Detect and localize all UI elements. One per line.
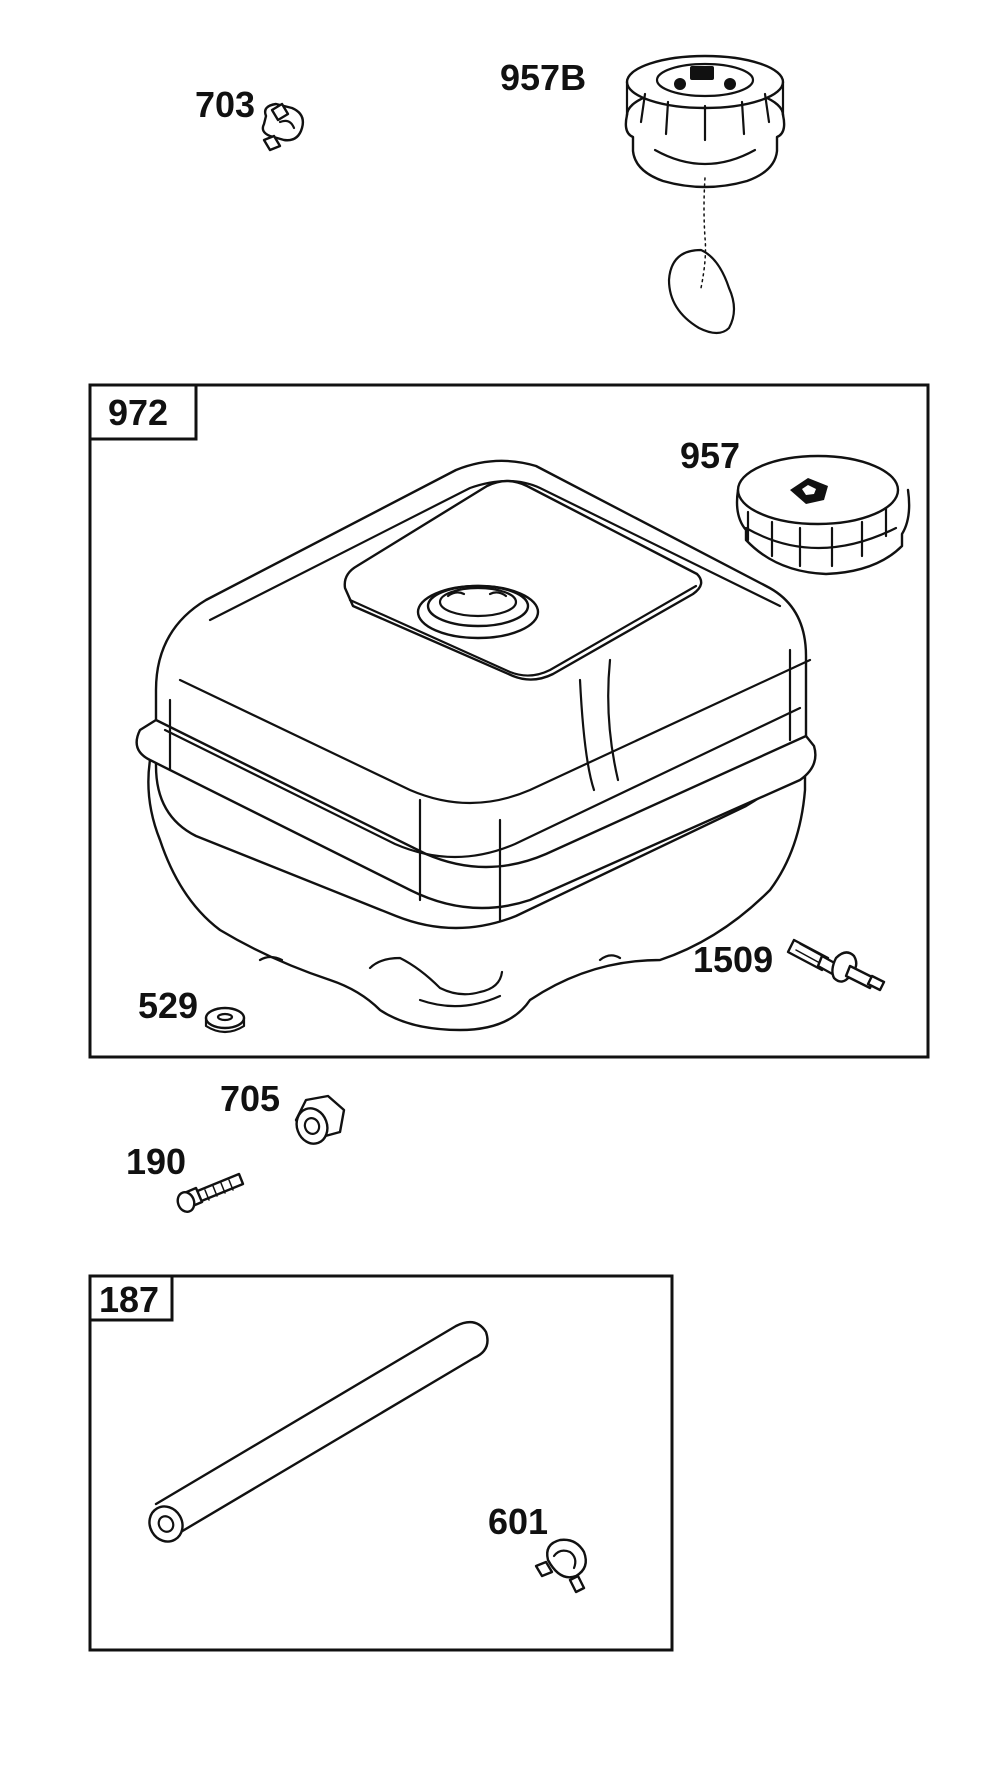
tank-cap-957[interactable] [735, 454, 911, 576]
fuel-line-hose[interactable] [143, 1320, 489, 1547]
clamp-601[interactable] [534, 1538, 587, 1594]
group-box-972: 972 [88, 383, 930, 1059]
label-957b: 957B [500, 57, 586, 98]
screw-190[interactable] [175, 1172, 245, 1214]
nut-705[interactable] [292, 1094, 346, 1148]
label-1509: 1509 [693, 939, 773, 980]
label-705: 705 [220, 1078, 280, 1119]
label-957: 957 [680, 435, 740, 476]
label-529: 529 [138, 985, 198, 1026]
group-box-187: 187 [88, 1274, 674, 1652]
fitting-1509[interactable] [786, 938, 886, 992]
fuel-tank-972[interactable] [135, 459, 817, 1032]
label-703: 703 [195, 84, 255, 125]
clip-703[interactable] [261, 102, 305, 152]
group-label-187: 187 [99, 1279, 159, 1320]
washer-529[interactable] [204, 1006, 246, 1034]
cap-957b[interactable] [624, 54, 786, 335]
label-601: 601 [488, 1501, 548, 1542]
label-190: 190 [126, 1141, 186, 1182]
group-label-972: 972 [108, 392, 168, 433]
